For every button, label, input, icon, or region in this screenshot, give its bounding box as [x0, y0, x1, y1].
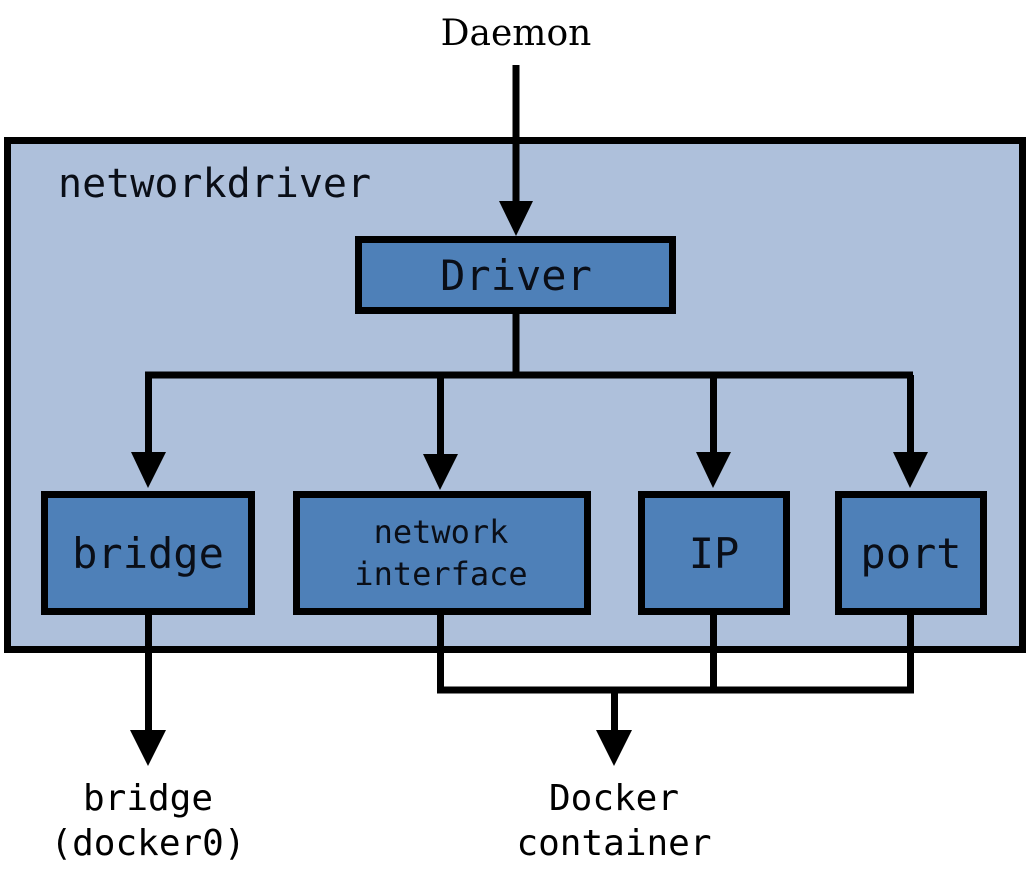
node-network-interface-label-line1: network — [374, 513, 509, 551]
arrowhead-daemon-to-driver — [499, 201, 533, 236]
arrowhead-bus-to-network-interface — [423, 454, 458, 490]
arrowhead-bus-to-bridge — [131, 452, 166, 488]
output-bridge-docker0-label-line2: (docker0) — [50, 823, 245, 864]
arrowhead-bus-to-port — [893, 452, 928, 488]
output-bridge-docker0-label-line1: bridge — [83, 778, 213, 819]
daemon-label: Daemon — [441, 13, 592, 54]
output-docker-container-label-line1: Docker — [549, 778, 679, 819]
output-docker-container-label-line2: container — [516, 823, 711, 864]
arrowhead-merge-to-docker-container — [596, 730, 632, 766]
node-driver-label: Driver — [440, 251, 592, 300]
arrowhead-bus-to-ip — [696, 452, 731, 488]
node-driver — [355, 236, 676, 314]
node-ip-label: IP — [689, 529, 740, 578]
node-network-interface — [293, 491, 591, 615]
node-bridge-label: bridge — [72, 529, 224, 578]
networkdriver-panel-label: networkdriver — [58, 161, 371, 207]
node-network-interface-label-line2: interface — [354, 555, 527, 593]
node-port-label: port — [860, 529, 961, 578]
arrowhead-bridge-to-docker0 — [130, 730, 166, 766]
